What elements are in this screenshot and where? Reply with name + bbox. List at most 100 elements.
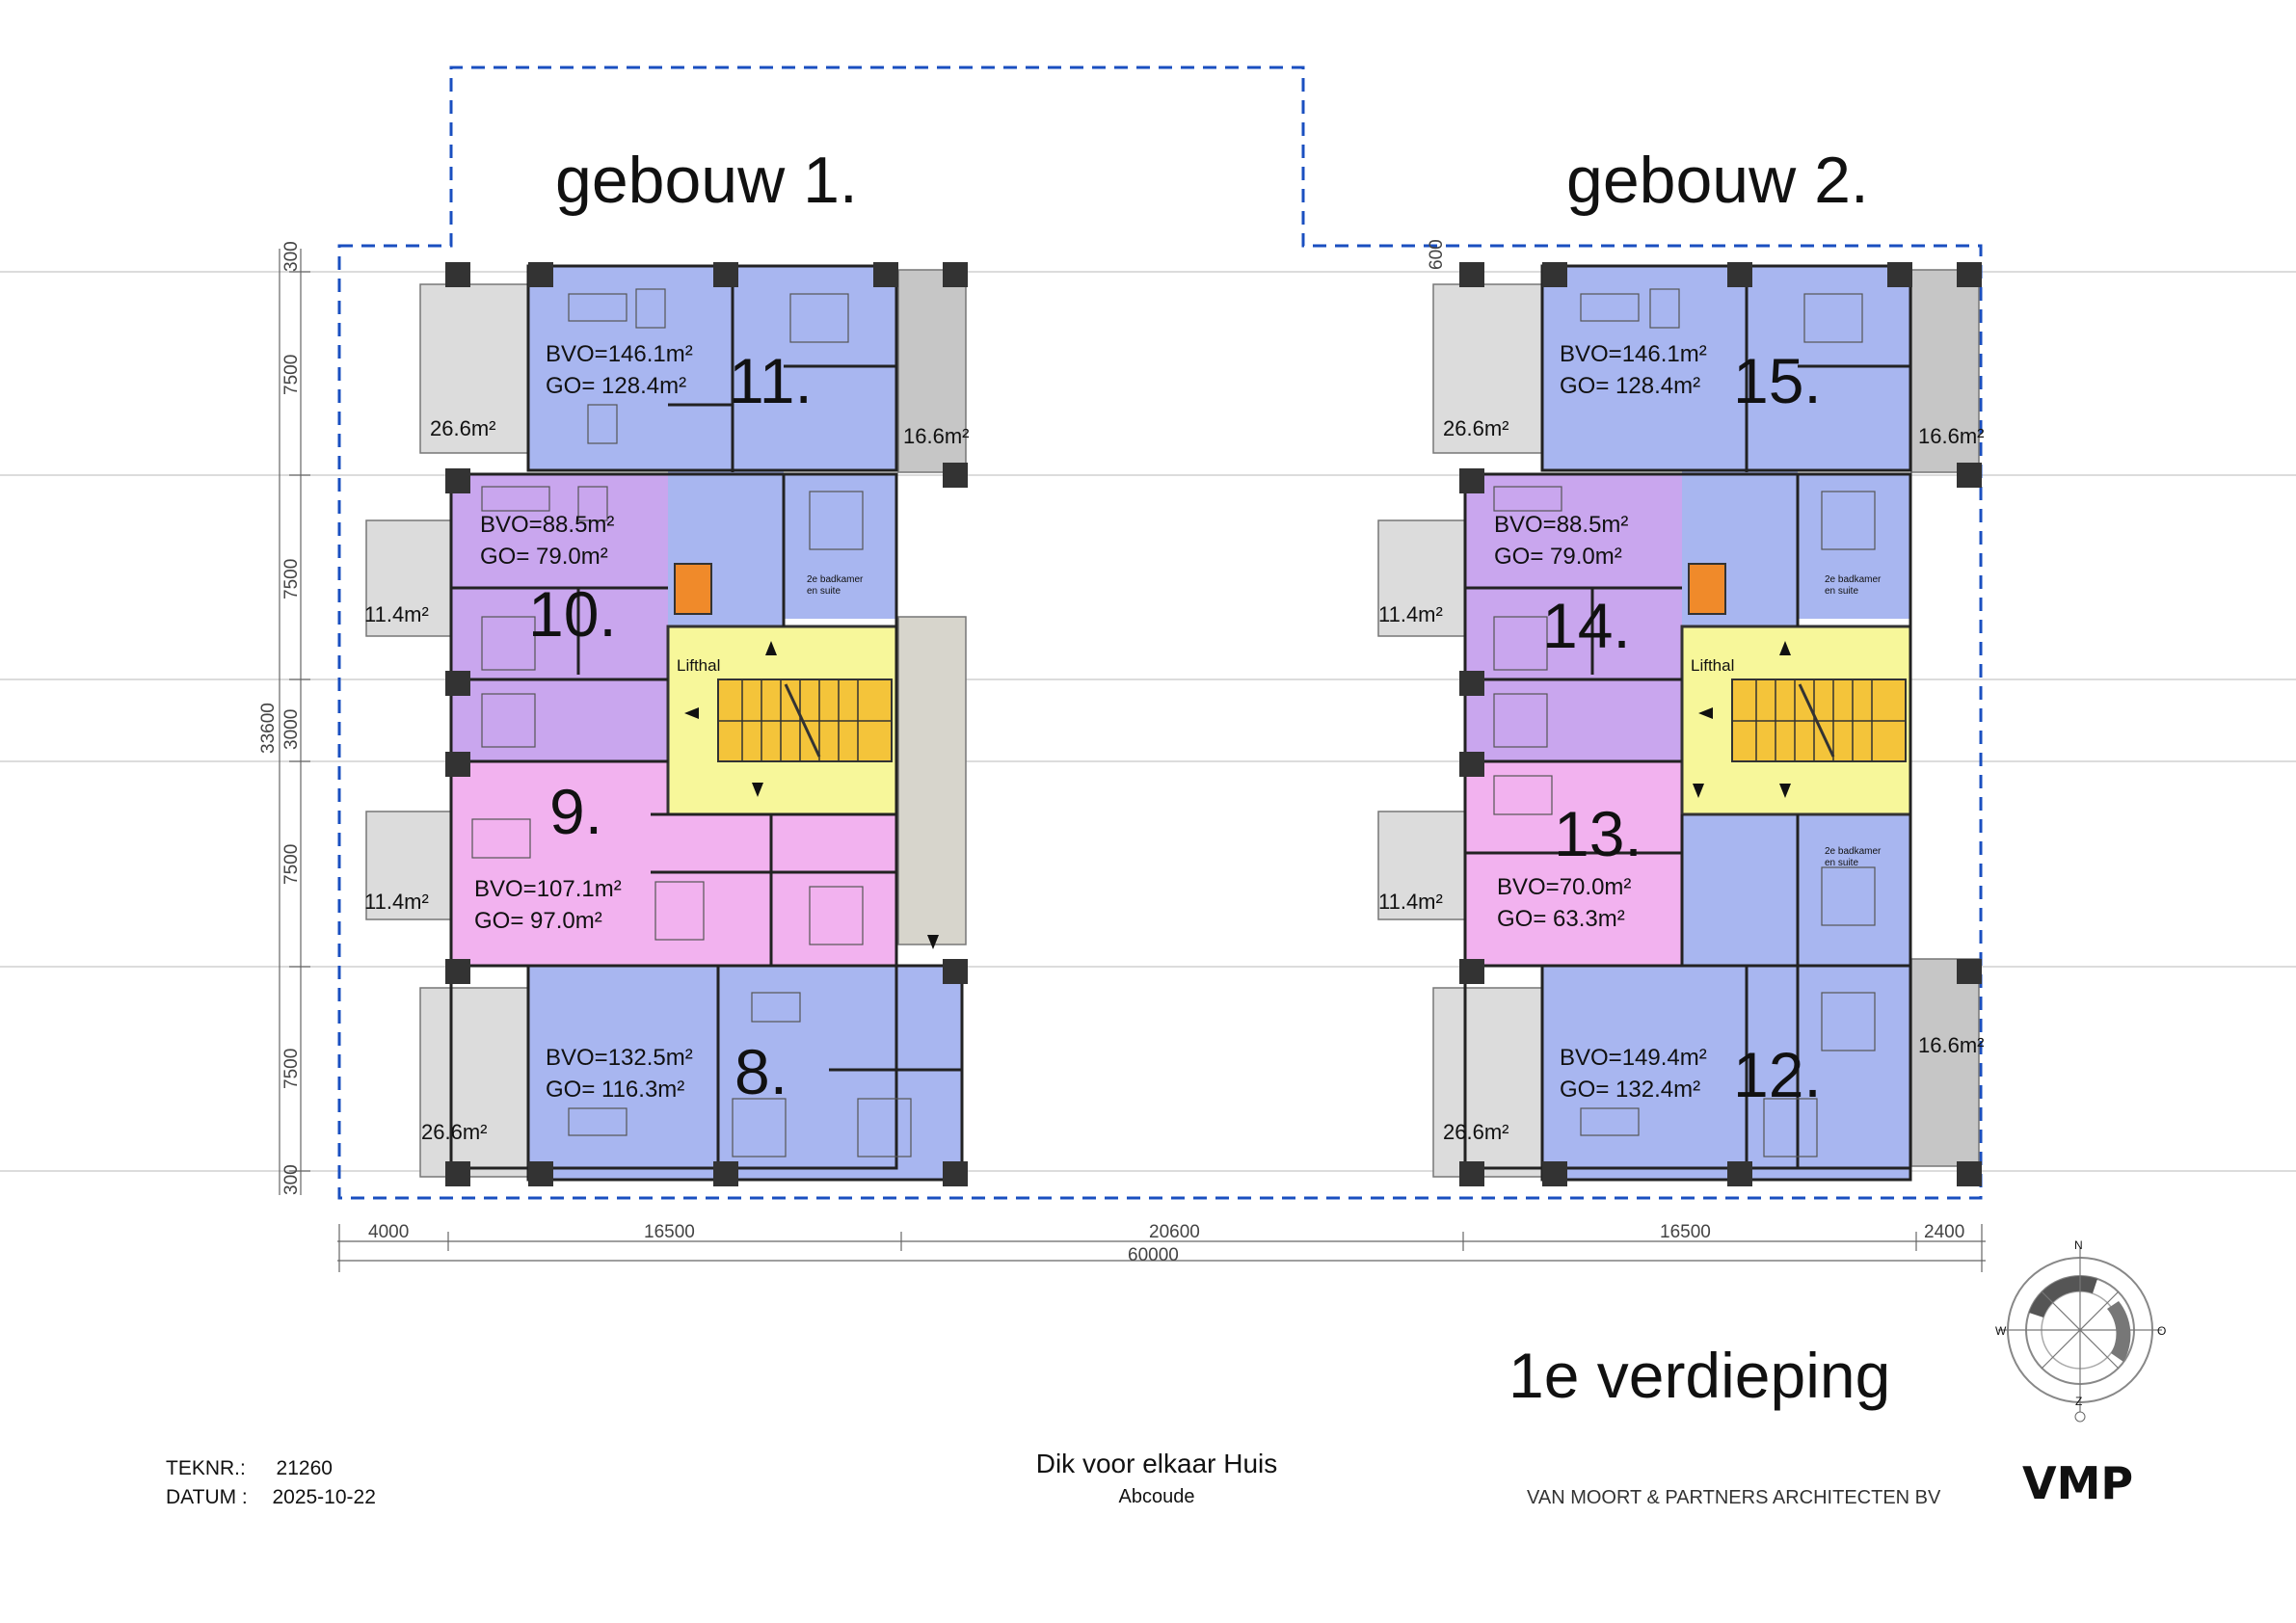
- left-dimensions: [279, 249, 310, 1195]
- balcony-area: 16.6m²: [903, 424, 969, 448]
- unit-12-area: [1542, 966, 1910, 1180]
- bath-note: en suite: [807, 586, 841, 597]
- unit-11-bedroom: [784, 474, 896, 619]
- architect-name: VAN MOORT & PARTNERS ARCHITECTEN BV: [1527, 1487, 1941, 1508]
- dimension-label: 7500: [281, 844, 302, 885]
- unit-13-bvo: BVO=70.0m²: [1497, 874, 1631, 900]
- balcony-area: 26.6m²: [1443, 416, 1508, 440]
- unit-10-number: 10.: [528, 578, 617, 650]
- unit-9-number: 9.: [549, 776, 602, 847]
- unit-13-number: 13.: [1554, 798, 1642, 869]
- drawing-number-value: 21260: [276, 1457, 333, 1479]
- floor-label: 1e verdieping: [1508, 1340, 1890, 1411]
- unit-11-number: 11.: [729, 345, 813, 416]
- balcony-area: 26.6m²: [1443, 1120, 1508, 1144]
- project-location: Abcoude: [1118, 1486, 1195, 1507]
- drawing-date-value: 2025-10-22: [272, 1486, 376, 1508]
- building-2-title: gebouw 2.: [1566, 144, 1869, 217]
- bath-note: en suite: [1825, 858, 1858, 868]
- elevator: [1688, 563, 1726, 615]
- unit-8-bvo: BVO=132.5m²: [546, 1045, 693, 1071]
- elevator: [674, 563, 712, 615]
- unit-15-bedroom: [1798, 474, 1910, 619]
- compass-w: W: [1995, 1324, 2007, 1338]
- balcony-area: 11.4m²: [364, 602, 429, 626]
- compass-z: Z: [2075, 1395, 2082, 1408]
- balcony: [1910, 269, 1980, 473]
- dimension-label: 2400: [1924, 1222, 1964, 1242]
- unit-12-number: 12.: [1733, 1039, 1822, 1110]
- unit-14-bvo: BVO=88.5m²: [1494, 512, 1628, 538]
- dimension-label: 300: [281, 241, 302, 272]
- balcony: [897, 269, 967, 473]
- balcony: [365, 519, 454, 637]
- balcony-area: 11.4m²: [1378, 890, 1443, 914]
- unit-13-area: [1465, 761, 1682, 966]
- bath-note: 2e badkamer: [1825, 574, 1882, 585]
- unit-15-number: 15.: [1733, 345, 1822, 416]
- vmp-logo: VMP: [2022, 1457, 2134, 1509]
- unit-14-number: 14.: [1542, 590, 1631, 661]
- dimension-total: 60000: [1128, 1245, 1179, 1265]
- compass-n: N: [2074, 1238, 2083, 1252]
- dimension-label: 16500: [644, 1222, 695, 1242]
- dimension-total: 33600: [258, 703, 279, 754]
- drawing-number-label: TEKNR.:: [166, 1457, 246, 1479]
- dimension-label: 7500: [281, 559, 302, 599]
- unit-12-bvo: BVO=149.4m²: [1560, 1045, 1707, 1071]
- unit-10-go: GO= 79.0m²: [480, 544, 608, 570]
- bath-note: 2e badkamer: [807, 574, 864, 585]
- balcony: [1910, 958, 1980, 1167]
- compass-icon: N Z W O: [1995, 1238, 2166, 1423]
- unit-8-go: GO= 116.3m²: [546, 1077, 684, 1103]
- unit-9-bvo: BVO=107.1m²: [474, 876, 622, 902]
- side-terrace: [897, 616, 967, 945]
- bath-note: en suite: [1825, 586, 1858, 597]
- balcony-area: 26.6m²: [430, 416, 495, 440]
- balcony: [1432, 987, 1546, 1178]
- unit-15-go: GO= 128.4m²: [1560, 373, 1700, 399]
- balcony-area: 26.6m²: [421, 1120, 487, 1144]
- building-2: [1377, 262, 1982, 1186]
- unit-9-go: GO= 97.0m²: [474, 908, 602, 934]
- building-1: [365, 262, 968, 1186]
- balcony: [1377, 519, 1466, 637]
- lobby-label: Lifthal: [1691, 656, 1734, 675]
- unit-14-area: [1465, 474, 1682, 761]
- bath-note: 2e badkamer: [1825, 846, 1882, 857]
- unit-12-bedroom: [1798, 814, 1910, 969]
- dimension-label: 16500: [1660, 1222, 1711, 1242]
- dimension-label: 7500: [281, 355, 302, 395]
- balcony: [419, 987, 533, 1178]
- lobby-label: Lifthal: [677, 656, 720, 675]
- dimension-label: 3000: [281, 709, 302, 750]
- unit-12-go: GO= 132.4m²: [1560, 1077, 1700, 1103]
- dimension-label: 600: [1427, 239, 1447, 270]
- unit-8-area: [528, 966, 962, 1180]
- site-boundary: [337, 66, 1983, 1200]
- project-name: Dik voor elkaar Huis: [1035, 1449, 1278, 1478]
- balcony-area: 11.4m²: [364, 890, 429, 914]
- balcony-area: 11.4m²: [1378, 602, 1443, 626]
- dimension-label: 4000: [368, 1222, 409, 1242]
- compass-o: O: [2157, 1324, 2166, 1338]
- dimension-label: 20600: [1149, 1222, 1200, 1242]
- dimension-label: 7500: [281, 1049, 302, 1089]
- drawing-date-label: DATUM :: [166, 1486, 248, 1508]
- unit-13-go: GO= 63.3m²: [1497, 906, 1625, 932]
- unit-15-bvo: BVO=146.1m²: [1560, 341, 1707, 367]
- dimension-label: 300: [281, 1164, 302, 1195]
- balcony-area: 16.6m²: [1918, 1033, 1984, 1057]
- unit-8-number: 8.: [734, 1036, 788, 1107]
- drawing-number: TEKNR.: 21260: [166, 1457, 333, 1480]
- bottom-dimensions: [337, 1224, 1986, 1272]
- unit-11-bvo: BVO=146.1m²: [546, 341, 693, 367]
- balcony-area: 16.6m²: [1918, 424, 1984, 448]
- unit-10-area: [451, 474, 668, 761]
- drawing-date: DATUM : 2025-10-22: [166, 1486, 376, 1509]
- unit-11-go: GO= 128.4m²: [546, 373, 686, 399]
- building-1-title: gebouw 1.: [555, 144, 858, 217]
- unit-14-go: GO= 79.0m²: [1494, 544, 1622, 570]
- unit-10-bvo: BVO=88.5m²: [480, 512, 614, 538]
